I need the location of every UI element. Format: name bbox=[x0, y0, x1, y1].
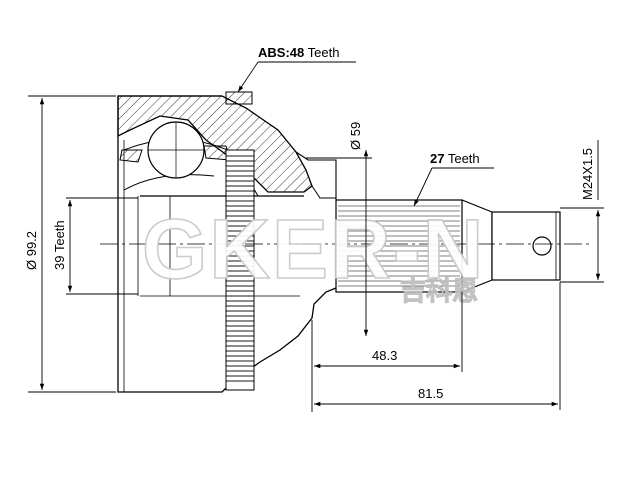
abs-tooth bbox=[225, 265, 255, 272]
watermark-brand: GKER-N bbox=[142, 202, 485, 296]
spline-lines bbox=[338, 205, 460, 287]
abs-tooth bbox=[225, 235, 255, 242]
abs-tooth bbox=[225, 315, 255, 322]
abs-tooth bbox=[225, 215, 255, 222]
abs-tooth bbox=[225, 355, 255, 362]
abs-ring-teeth bbox=[225, 155, 255, 382]
abs-tooth bbox=[225, 245, 255, 252]
diameter-99-label: Ø 99.2 bbox=[24, 231, 39, 270]
abs-teeth-label: ABS:48 Teeth bbox=[258, 45, 339, 60]
threaded-stud bbox=[491, 211, 561, 281]
cotter-hole bbox=[532, 236, 552, 256]
abs-tooth bbox=[225, 305, 255, 312]
abs-tooth bbox=[225, 185, 255, 192]
watermark: GKER-N 吉科恩 bbox=[141, 201, 485, 306]
spline-teeth-label: 27 Teeth bbox=[430, 151, 480, 166]
abs-tooth bbox=[225, 225, 255, 232]
length-48-label: 48.3 bbox=[372, 348, 397, 363]
diameter-59-label: Ø 59 bbox=[348, 122, 363, 150]
abs-tooth bbox=[225, 255, 255, 262]
inner-teeth-label: 39 Teeth bbox=[52, 220, 67, 270]
abs-ring bbox=[225, 91, 255, 391]
abs-tooth bbox=[225, 345, 255, 352]
thread-label: M24X1.5 bbox=[580, 148, 595, 200]
housing-hatch-top bbox=[117, 95, 313, 193]
abs-tooth bbox=[225, 155, 255, 162]
outer-housing bbox=[117, 95, 337, 393]
abs-tooth bbox=[225, 295, 255, 302]
abs-tooth bbox=[225, 335, 255, 342]
abs-tooth bbox=[225, 375, 255, 382]
abs-tooth bbox=[225, 195, 255, 202]
abs-tooth bbox=[225, 365, 255, 372]
abs-tooth bbox=[225, 175, 255, 182]
watermark-sub: 吉科恩 bbox=[400, 276, 478, 306]
abs-tooth bbox=[225, 285, 255, 292]
dimensions bbox=[28, 61, 604, 412]
cage-left bbox=[119, 149, 143, 163]
abs-tooth bbox=[225, 205, 255, 212]
splined-shaft bbox=[335, 199, 493, 293]
abs-tooth bbox=[225, 325, 255, 332]
abs-tooth bbox=[225, 165, 255, 172]
housing-outline bbox=[117, 96, 337, 393]
abs-tooth bbox=[225, 275, 255, 282]
length-81-label: 81.5 bbox=[418, 386, 443, 401]
